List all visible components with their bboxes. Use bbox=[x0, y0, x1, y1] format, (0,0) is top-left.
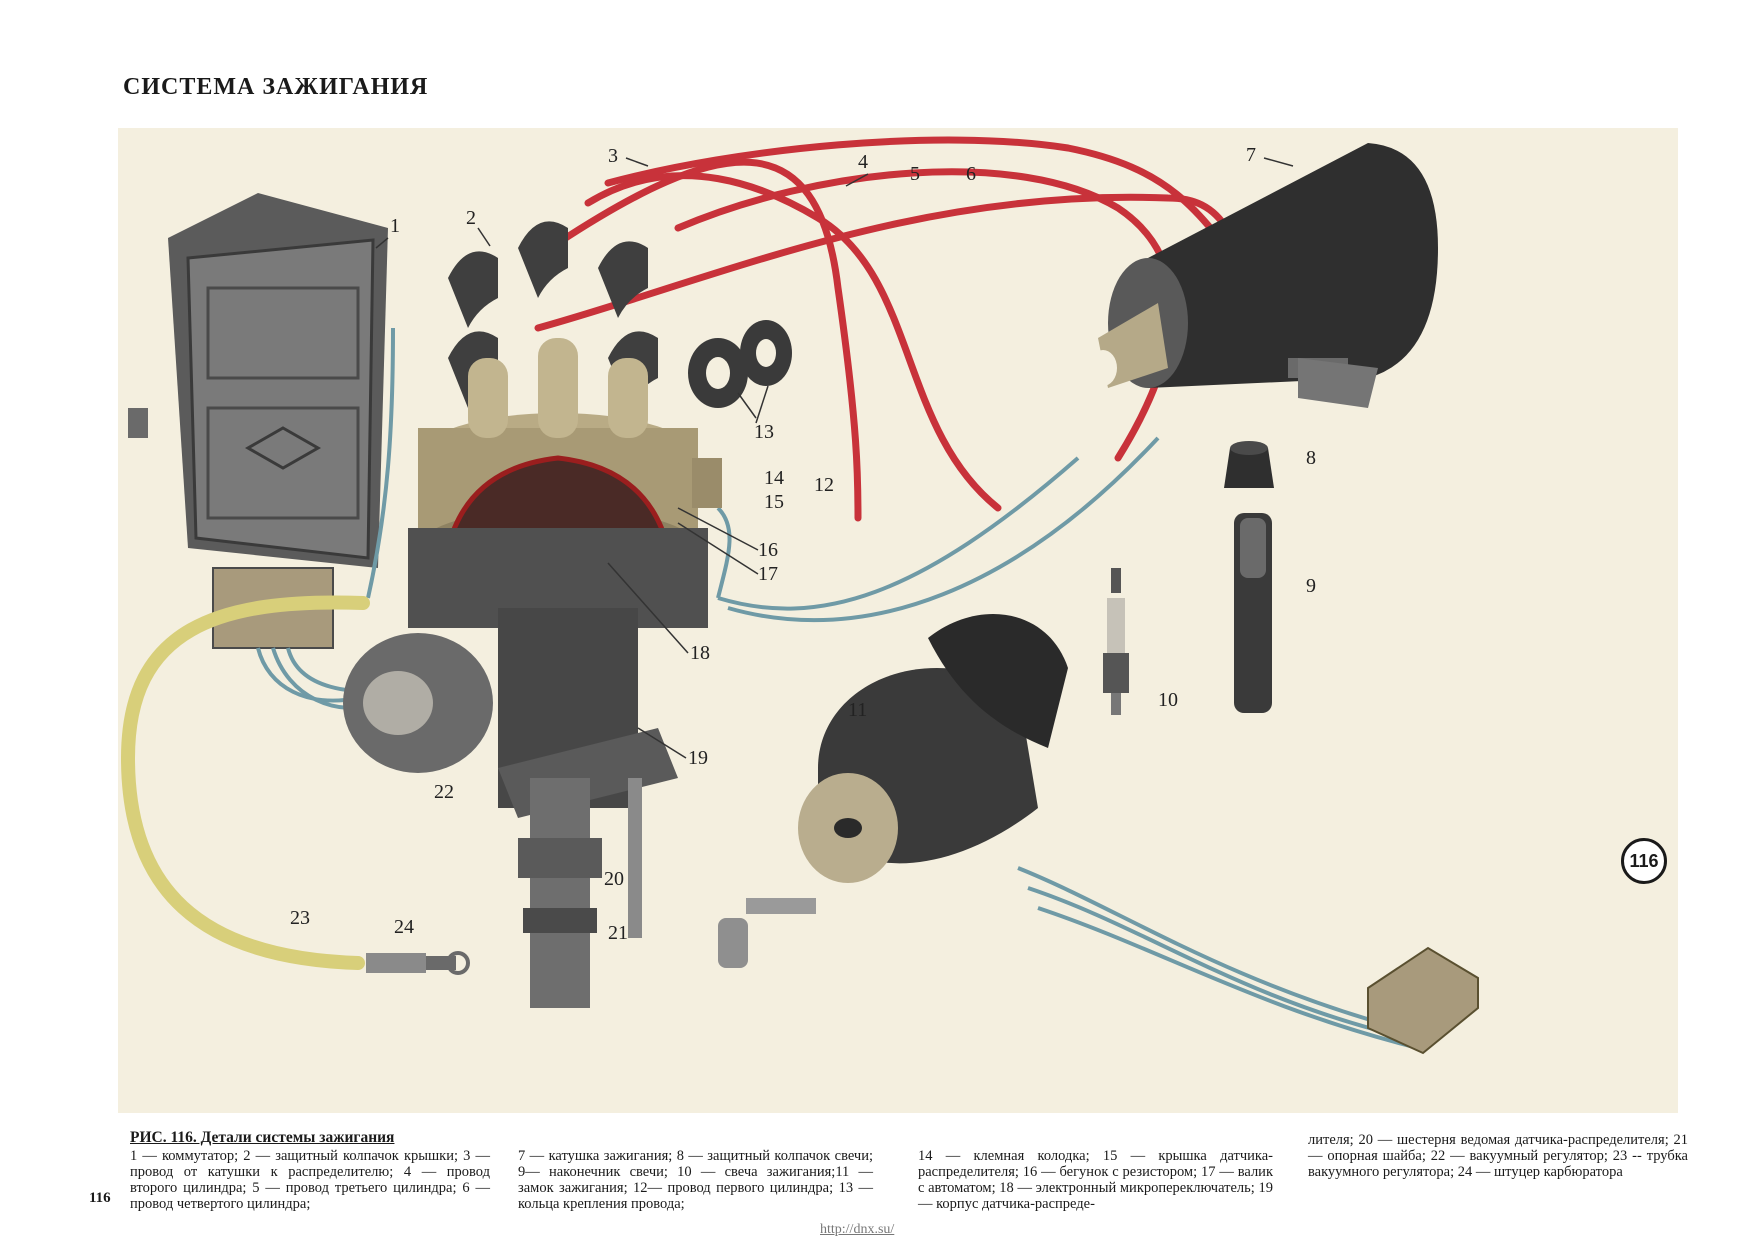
callout-16: 16 bbox=[758, 539, 778, 561]
callout-22: 22 bbox=[434, 781, 454, 803]
callout-1: 1 bbox=[390, 215, 400, 237]
callout-4: 4 bbox=[858, 151, 868, 173]
ignition-system-illustration: 1 2 3 4 5 6 7 8 9 10 11 12 13 14 15 16 1… bbox=[118, 128, 1678, 1113]
callout-9: 9 bbox=[1306, 575, 1316, 597]
terminal-connector bbox=[1367, 946, 1479, 1055]
ignition-coil bbox=[1089, 143, 1438, 408]
callout-21: 21 bbox=[608, 922, 628, 944]
callout-20: 20 bbox=[604, 868, 624, 890]
callout-11: 11 bbox=[848, 699, 867, 721]
callout-10: 10 bbox=[1158, 689, 1178, 711]
callout-7: 7 bbox=[1246, 144, 1256, 166]
callout-14: 14 bbox=[764, 467, 784, 489]
vacuum-tube bbox=[120, 595, 470, 975]
distributor-assembly bbox=[343, 338, 722, 1008]
figure-title: РИС. 116. Детали системы зажигания bbox=[130, 1129, 395, 1146]
ignition-lock bbox=[718, 614, 1068, 968]
leader-lines bbox=[375, 157, 1294, 759]
source-url[interactable]: http://dnx.su/ bbox=[820, 1222, 895, 1237]
spark-plug-parts bbox=[1103, 441, 1274, 715]
callout-23: 23 bbox=[290, 907, 310, 929]
callout-8: 8 bbox=[1306, 447, 1316, 469]
page-title: СИСТЕМА ЗАЖИГАНИЯ bbox=[123, 74, 429, 100]
callout-6: 6 bbox=[966, 163, 976, 185]
caption-column-3: 14 — клемная колодка; 15 — крышка датчик… bbox=[918, 1148, 1273, 1212]
wire-rings bbox=[688, 320, 792, 408]
caption-column-1: 1 — коммутатор; 2 — защитный колпачок кр… bbox=[130, 1148, 490, 1212]
callout-13: 13 bbox=[754, 421, 774, 443]
callout-3: 3 bbox=[608, 145, 618, 167]
callout-24: 24 bbox=[394, 916, 414, 938]
callout-18: 18 bbox=[690, 642, 710, 664]
callout-5: 5 bbox=[910, 163, 920, 185]
callout-labels: 1 2 3 4 5 6 7 8 9 10 11 12 13 14 15 16 1… bbox=[290, 144, 1316, 944]
signal-wires bbox=[256, 327, 1419, 1050]
page-number: 116 bbox=[89, 1190, 111, 1206]
callout-2: 2 bbox=[466, 207, 476, 229]
callout-15: 15 bbox=[764, 491, 784, 513]
callout-19: 19 bbox=[688, 747, 708, 769]
callout-12: 12 bbox=[814, 474, 834, 496]
figure-number-badge: 116 bbox=[1621, 838, 1667, 884]
callout-17: 17 bbox=[758, 563, 778, 585]
caption-column-4: лителя; 20 — шестерня ведомая датчика-ра… bbox=[1308, 1132, 1688, 1180]
caption-column-2: 7 — катушка зажигания; 8 — защитный колп… bbox=[518, 1148, 873, 1212]
